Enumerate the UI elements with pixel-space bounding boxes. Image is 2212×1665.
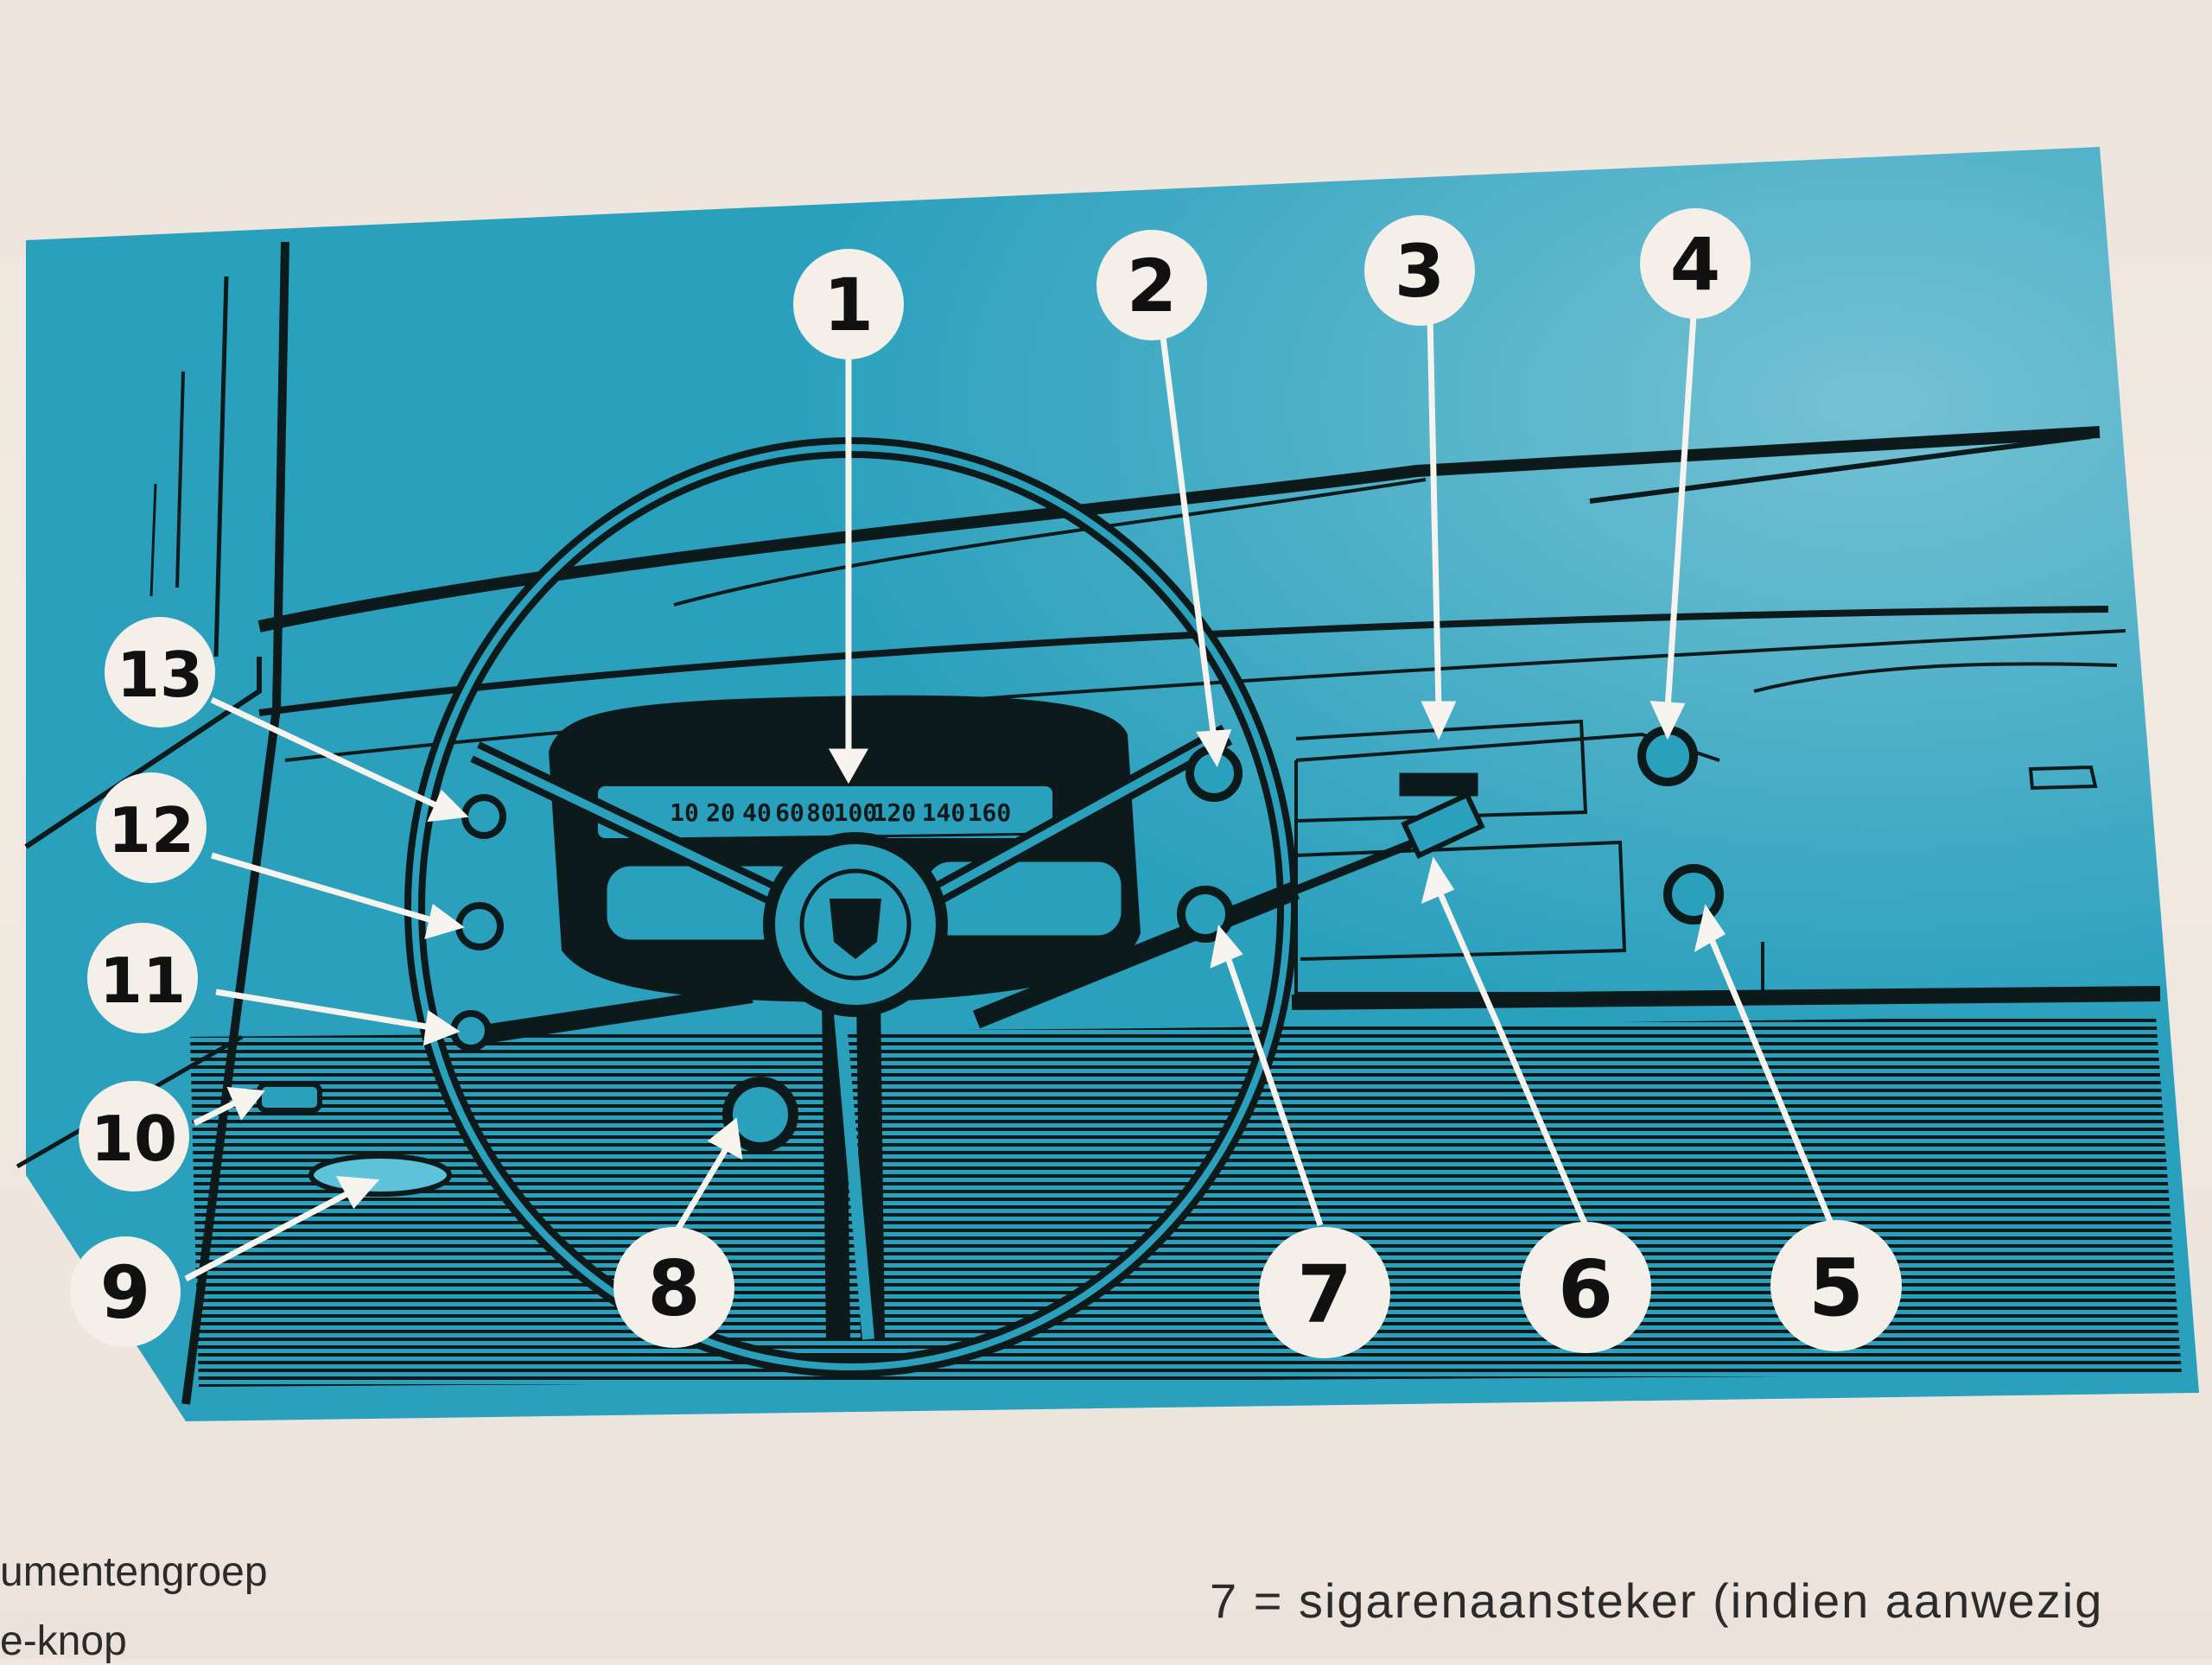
callout-8: 8 <box>613 1227 734 1348</box>
callout-number: 10 <box>91 1103 177 1175</box>
callout-circles: 1 2 3 4 5 6 7 <box>70 208 1902 1358</box>
callout-number: 6 <box>1558 1243 1613 1336</box>
speed-label: 100 <box>834 798 878 827</box>
callout-number: 4 <box>1670 222 1720 307</box>
callout-1: 1 <box>793 249 904 359</box>
speed-label: 10 <box>670 798 699 827</box>
legend-item-7: 7 = sigarenaansteker (indien aanwezig <box>1210 1573 2104 1628</box>
callout-number: 9 <box>100 1250 150 1335</box>
callout-13: 13 <box>105 617 215 728</box>
fog-light-switch <box>461 794 506 839</box>
speed-label: 120 <box>873 798 917 827</box>
callout-3: 3 <box>1364 215 1475 326</box>
callout-number: 5 <box>1808 1242 1864 1334</box>
callout-4: 4 <box>1640 208 1751 319</box>
callout-10: 10 <box>79 1081 189 1192</box>
speed-label: 40 <box>742 798 772 827</box>
dashboard-outline <box>257 426 2161 1010</box>
speed-label: 140 <box>922 798 966 827</box>
callout-2: 2 <box>1096 230 1207 340</box>
callout-number: 8 <box>647 1244 700 1333</box>
callout-number: 1 <box>823 263 874 347</box>
callout-number: 7 <box>1297 1249 1352 1341</box>
heater-knob <box>1663 864 1724 925</box>
speed-label: 80 <box>806 798 836 827</box>
hood-release <box>257 1082 322 1113</box>
speed-label: 160 <box>968 798 1012 827</box>
legend-item-1: umentengroep <box>0 1549 268 1595</box>
steering-stalks <box>465 791 1485 1046</box>
callout-number: 12 <box>108 794 194 867</box>
cigar-lighter <box>1177 886 1234 943</box>
callout-number: 3 <box>1395 229 1445 314</box>
callout-9: 9 <box>70 1236 181 1347</box>
callout-7: 7 <box>1259 1227 1390 1358</box>
callout-12: 12 <box>96 772 207 883</box>
callout-11: 11 <box>87 923 198 1033</box>
callout-number: 13 <box>117 639 203 711</box>
callout-number: 2 <box>1127 244 1177 328</box>
callout-arrows <box>184 315 1835 1282</box>
steering-hub <box>763 832 948 1017</box>
legend-item-2: e-knop <box>0 1618 127 1664</box>
speed-label: 20 <box>706 798 735 827</box>
panel-light-switch <box>455 902 504 950</box>
callout-5: 5 <box>1770 1220 1902 1351</box>
speed-label: 60 <box>775 798 804 827</box>
ignition-lock <box>722 1077 798 1153</box>
callout-number: 11 <box>99 944 186 1017</box>
speedometer-scale: 10 20 40 60 80 100 120 140 160 <box>670 798 1011 827</box>
pedal <box>308 1153 452 1197</box>
callout-6: 6 <box>1520 1222 1651 1353</box>
